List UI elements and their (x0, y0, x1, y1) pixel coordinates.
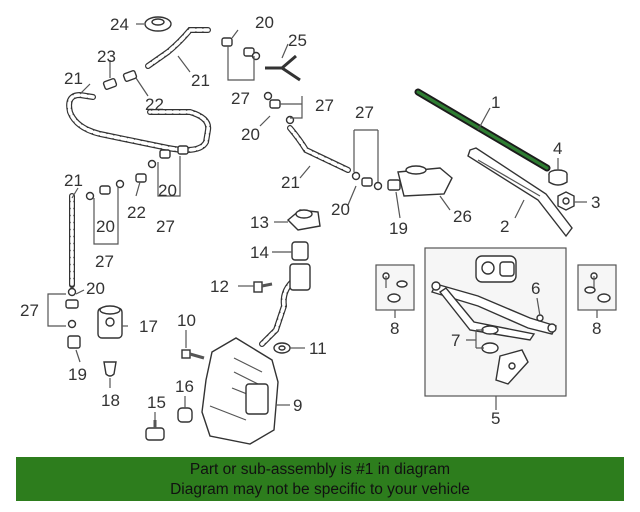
wiper-linkage (431, 255, 557, 385)
parts-diagram: 1 2 3 4 5 6 7 8 8 9 10 11 12 13 14 15 16… (20, 13, 617, 445)
grommet (144, 16, 172, 32)
banner-line-2: Diagram may not be specific to your vehi… (170, 481, 470, 498)
callout-1: 1 (491, 93, 500, 112)
callout-24: 24 (110, 15, 129, 34)
callout-10: 10 (177, 311, 196, 330)
bolt-filler (253, 281, 273, 293)
callout-20-c: 20 (331, 200, 350, 219)
callout-12: 12 (210, 277, 229, 296)
callout-22-a: 22 (145, 95, 164, 114)
washer-nozzle (397, 165, 453, 197)
mount-group-box-right (577, 264, 617, 311)
wiper-blade (414, 88, 551, 172)
callout-22-b: 22 (127, 203, 146, 222)
callout-27-d: 27 (156, 217, 175, 236)
filler-cap (286, 209, 321, 231)
level-sensor (145, 420, 165, 441)
callout-27-e: 27 (95, 252, 114, 271)
callout-23: 23 (97, 47, 116, 66)
sensor-grommet (177, 407, 193, 423)
callout-15: 15 (147, 393, 166, 412)
callout-19-right: 19 (389, 219, 408, 238)
callout-4: 4 (553, 139, 562, 158)
callout-13: 13 (250, 213, 269, 232)
callout-18: 18 (101, 391, 120, 410)
callout-20-f: 20 (86, 279, 105, 298)
pump-seal (103, 361, 117, 377)
callout-7: 7 (451, 331, 460, 350)
leader-lines (47, 23, 598, 424)
callout-21-a: 21 (64, 69, 83, 88)
callout-20-d: 20 (158, 181, 177, 200)
callout-5: 5 (491, 409, 500, 428)
mount-group-box-left (375, 264, 415, 311)
arm-nut (557, 191, 575, 211)
callout-27-c: 27 (355, 103, 374, 122)
banner-line-1: Part or sub-assembly is #1 in diagram (189, 461, 451, 478)
callout-8-left: 8 (390, 319, 399, 338)
callout-21-d: 21 (64, 171, 83, 190)
reservoir-grommet (273, 342, 291, 354)
wiper-motor (475, 255, 517, 283)
callout-11: 11 (309, 339, 327, 358)
arm-cap (548, 169, 568, 186)
callout-20-e: 20 (96, 217, 115, 236)
callout-9: 9 (293, 396, 302, 415)
washer-hose-upper (66, 91, 212, 153)
mount-left-parts (382, 272, 408, 303)
washer-reservoir (201, 337, 279, 445)
info-banner: Part or sub-assembly is #1 in diagram Di… (16, 457, 624, 501)
wiper-arm (467, 147, 573, 238)
callout-21-b: 21 (191, 71, 210, 90)
bolt-reservoir (181, 349, 205, 360)
callout-14: 14 (250, 243, 269, 262)
callout-27-b: 27 (315, 96, 334, 115)
callout-27-f: 27 (20, 301, 39, 320)
callout-19-left: 19 (68, 365, 87, 384)
callout-20-a: 20 (255, 13, 274, 32)
mount-bracket (495, 349, 529, 385)
callout-16: 16 (175, 377, 194, 396)
y-connector (265, 54, 301, 82)
callout-3: 3 (591, 193, 600, 212)
callout-17: 17 (139, 317, 158, 336)
washer-pump (97, 305, 123, 339)
mount-right-parts (584, 272, 611, 303)
callout-20-b: 20 (241, 125, 260, 144)
washer-hose-mid (287, 125, 351, 173)
filler-neck (289, 241, 311, 291)
callout-26: 26 (453, 207, 472, 226)
callout-labels: 1 2 3 4 5 6 7 8 8 9 10 11 12 13 14 15 16… (20, 13, 601, 428)
reservoir-filler-hose (259, 279, 295, 347)
connectors (65, 37, 401, 349)
callout-2: 2 (500, 217, 509, 236)
washer-hose-top (145, 27, 211, 69)
callout-25: 25 (288, 31, 307, 50)
callout-27-a: 27 (231, 89, 250, 108)
callout-21-c: 21 (281, 173, 300, 192)
callout-6: 6 (531, 279, 540, 298)
callout-8-right: 8 (592, 319, 601, 338)
